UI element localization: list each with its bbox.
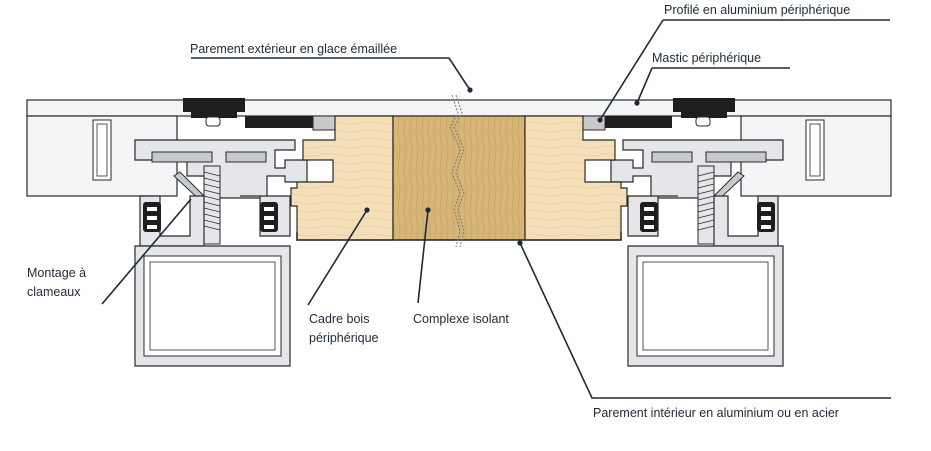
label-profile: Profilé en aluminium périphérique — [664, 3, 850, 17]
leader-mounting — [101, 198, 192, 305]
label-mounting-line1: Montage à — [27, 266, 86, 280]
label-insulation: Complexe isolant — [413, 312, 509, 326]
label-mounting-line2: clameaux — [27, 285, 81, 299]
label-interior-facing: Parement intérieur en aluminium ou en ac… — [593, 406, 839, 420]
leader-profile — [599, 19, 890, 121]
leader-wood-frame — [307, 209, 368, 306]
left-aluminium-profile — [134, 139, 308, 367]
label-wood-frame-line2: périphérique — [309, 331, 379, 345]
leader-mastic — [636, 67, 790, 104]
label-mastic: Mastic périphérique — [652, 51, 761, 65]
panel-core — [290, 87, 640, 248]
right-aluminium-profile — [610, 139, 784, 367]
label-exterior-facing: Parement extérieur en glace émaillée — [190, 42, 397, 56]
leader-lines — [101, 19, 891, 399]
leader-insulation — [417, 209, 429, 304]
top-gaskets — [183, 98, 735, 131]
labels: Profilé en aluminium périphérique Pareme… — [27, 3, 850, 420]
leader-interior-facing — [519, 242, 891, 399]
leader-exterior-facing — [191, 57, 471, 91]
label-wood-frame-line1: Cadre bois — [309, 312, 369, 326]
